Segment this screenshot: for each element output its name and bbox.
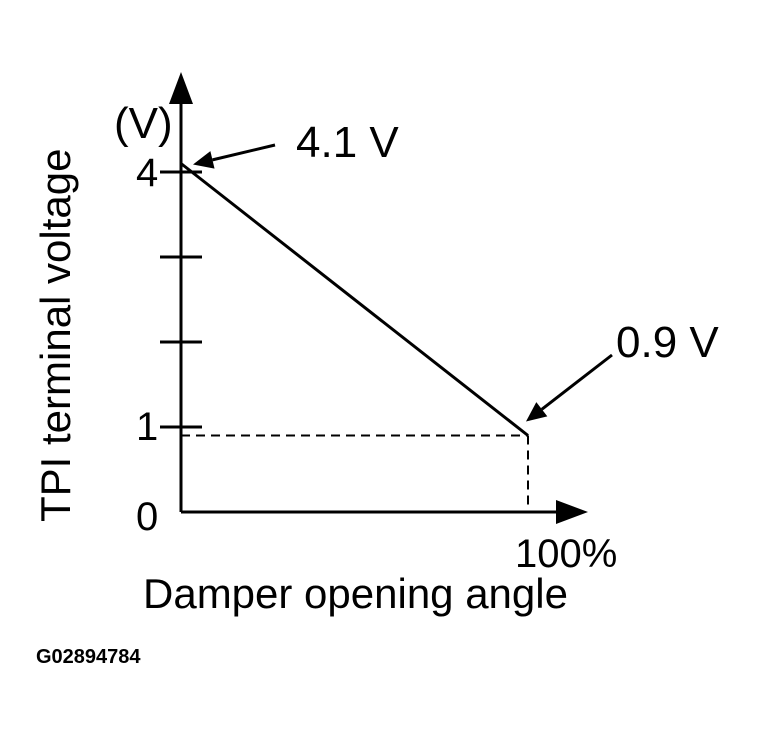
x-axis-arrowhead (556, 500, 588, 524)
figure-id: G02894784 (36, 646, 141, 668)
y-axis-unit: (V) (114, 99, 173, 148)
x-axis-label: Damper opening angle (143, 570, 568, 617)
annotation-arrow-0-9v (540, 353, 613, 411)
series-line-0 (180, 162, 529, 437)
series-group (180, 162, 529, 437)
y-axis-label: TPI terminal voltage (32, 149, 79, 523)
y-axis-arrowhead (169, 72, 193, 104)
x-end-label: 100% (515, 532, 617, 576)
y-tick-label-1: 1 (136, 405, 158, 449)
annotation-arrow-4-1v (212, 143, 276, 162)
reference-lines (181, 434, 529, 512)
y-tick-label-4: 4 (136, 151, 158, 195)
annotation-arrowhead-4-1v (193, 151, 215, 169)
annotation-label-0-9v: 0.9 V (616, 318, 719, 367)
y-tick-label-0: 0 (136, 495, 158, 539)
annotation-label-4-1v: 4.1 V (296, 118, 399, 167)
annotation-arrowhead-0-9v (526, 402, 548, 422)
y-ticks (160, 170, 202, 429)
